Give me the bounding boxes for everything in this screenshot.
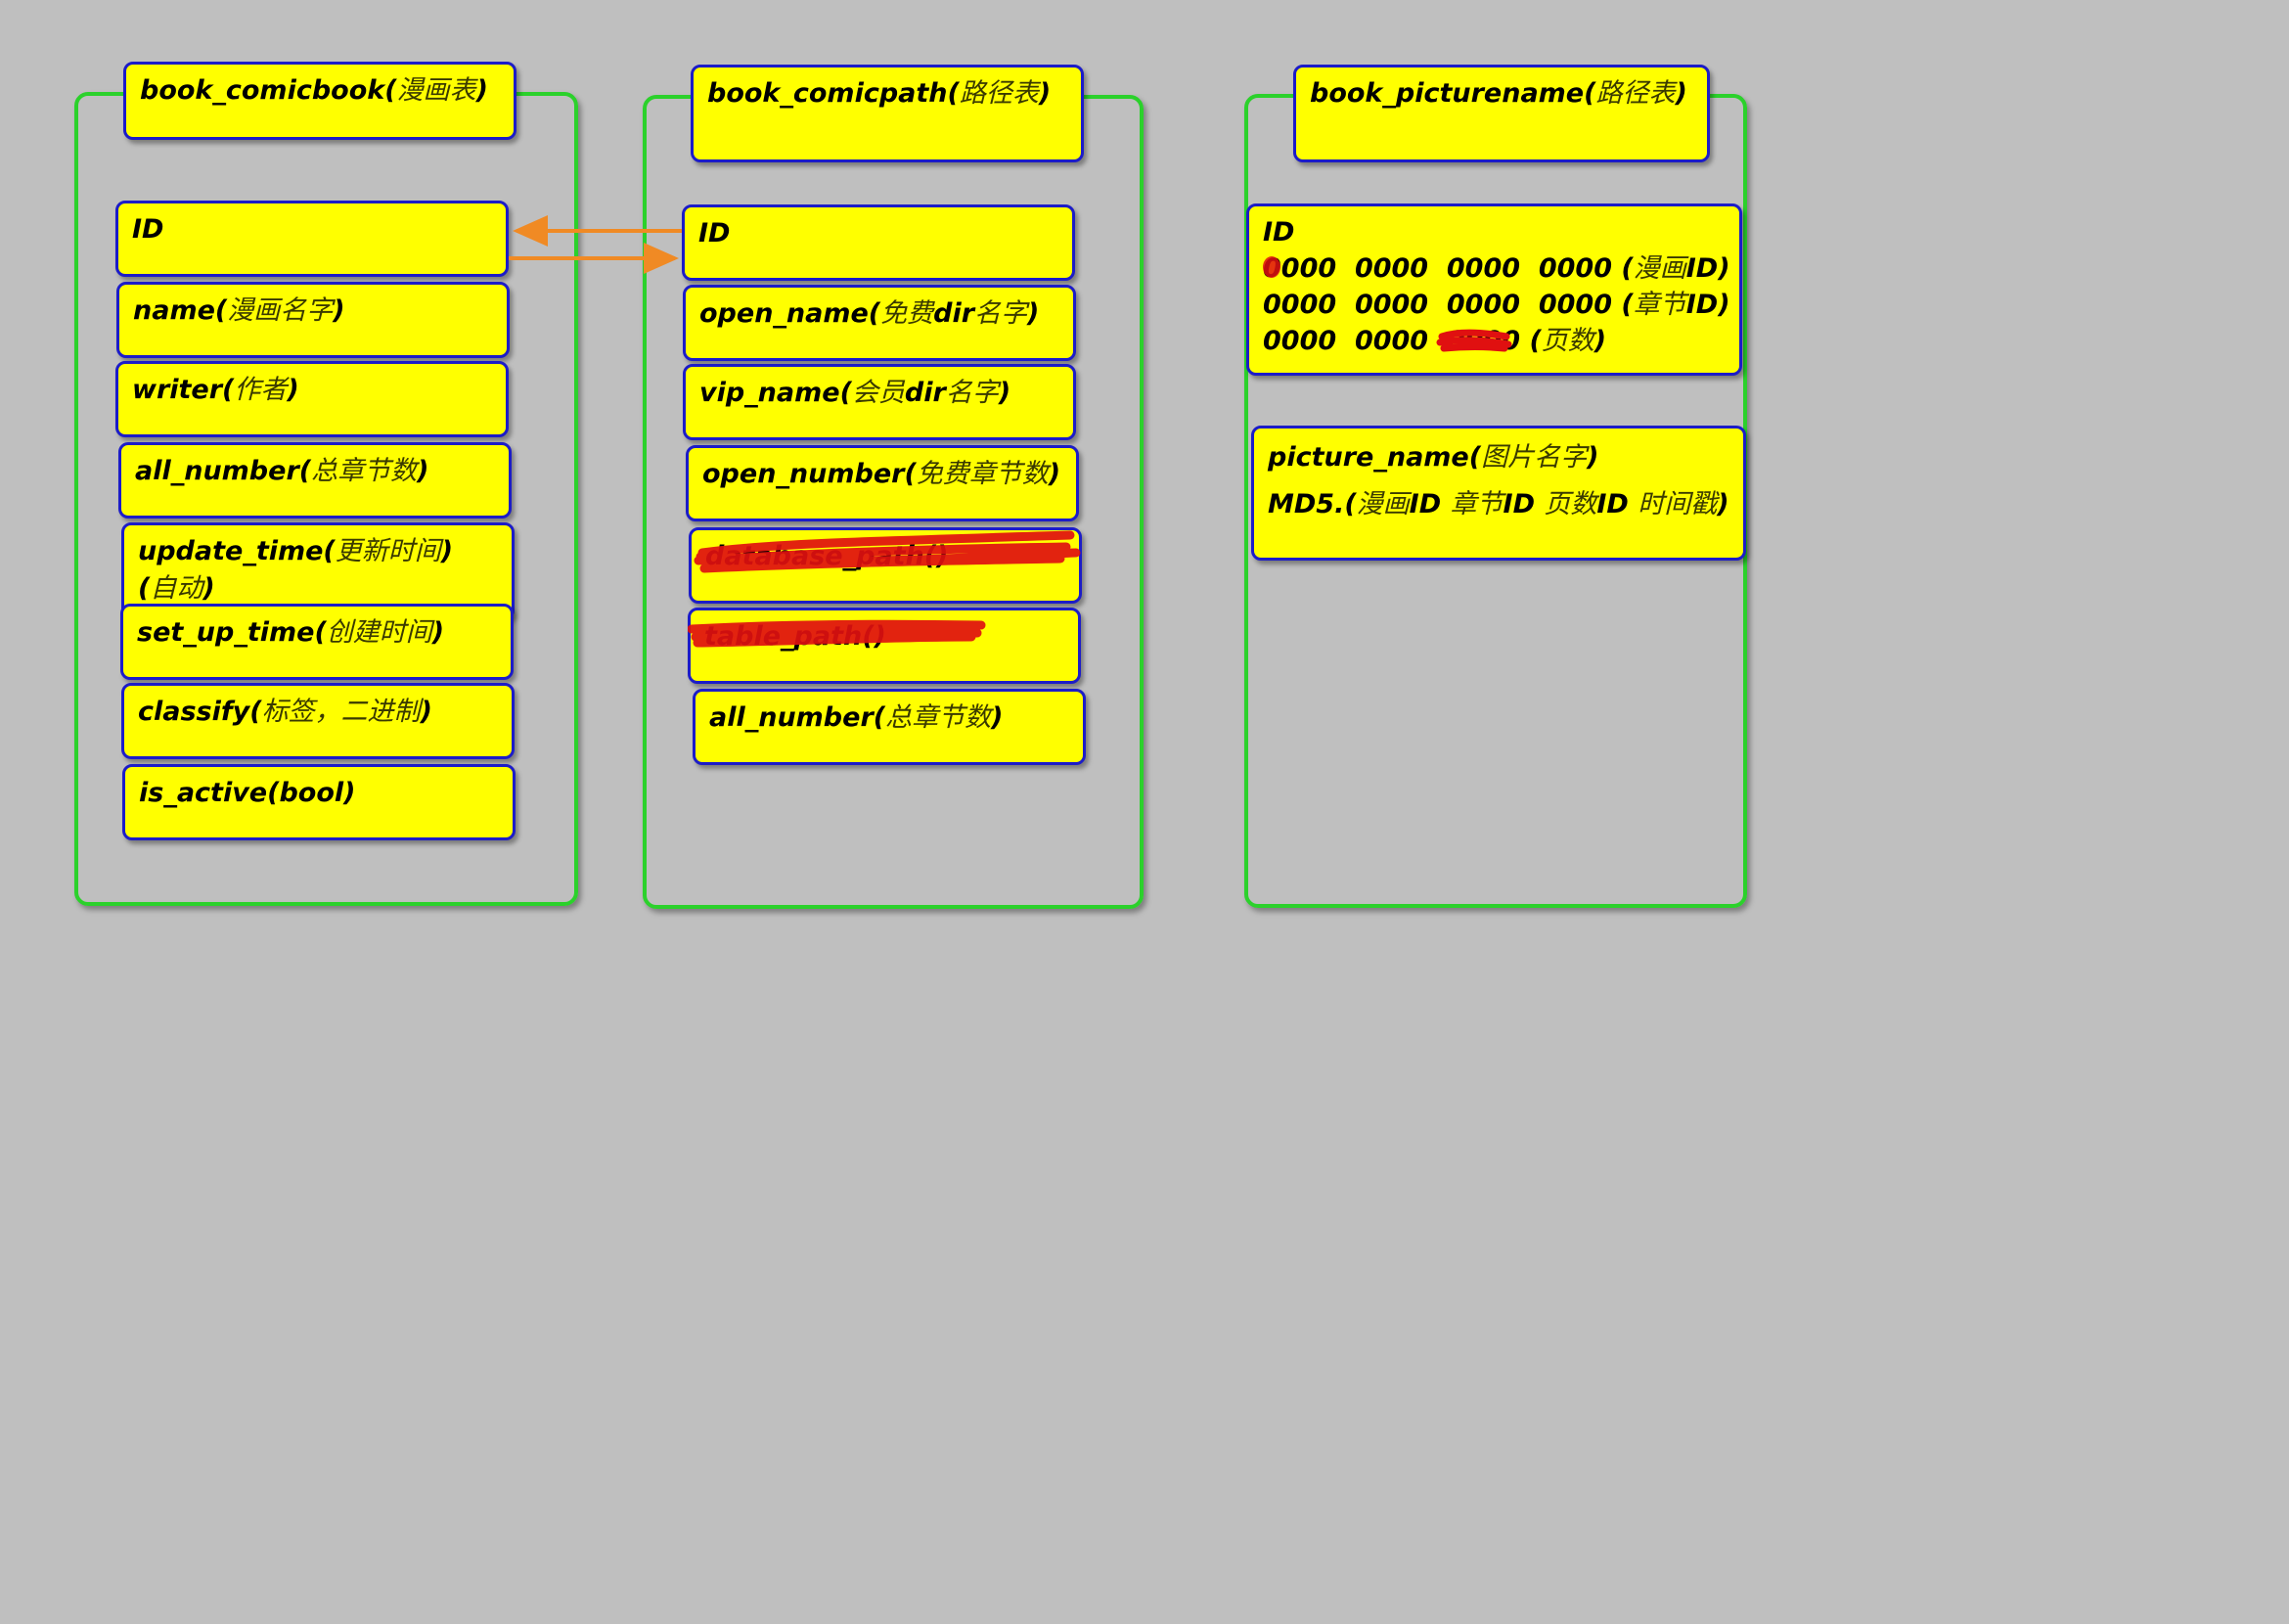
comicbook-field-is-active: is_active(bool) — [122, 764, 516, 840]
picturename-id-row-comic: 0000 0000 0000 0000 (漫画ID) — [1263, 253, 1730, 284]
comicpath-field-database-path: database_path() — [689, 527, 1082, 604]
comicpath-field-id: ID — [682, 204, 1075, 281]
picturename-id-row-chapter: 0000 0000 0000 0000 (章节ID) — [1263, 290, 1730, 320]
picturename-table-title: book_picturename(路径表) — [1293, 65, 1710, 162]
comicpath-field-table-path: table_path() — [688, 608, 1081, 684]
comicpath-field-open-name: open_name(免费dir名字) — [683, 285, 1076, 361]
picturename-id-label: ID — [1263, 217, 1295, 248]
picturename-name-box: picture_name(图片名字) MD5.(漫画ID 章节ID 页数ID 时… — [1251, 426, 1746, 561]
comicbook-field-all-number: all_number(总章节数) — [118, 442, 512, 519]
comicpath-field-open-number: open_number(免费章节数) — [686, 445, 1079, 521]
comicbook-field-writer: writer(作者) — [115, 361, 509, 437]
comicpath-field-all-number: all_number(总章节数) — [693, 689, 1086, 765]
comicbook-field-set-up-time: set_up_time(创建时间) — [120, 604, 514, 680]
picturename-id-row-page: 0000 0000 0000 (页数) — [1263, 326, 1607, 356]
comicbook-field-classify: classify(标签，二进制) — [121, 683, 515, 759]
md5-formula-line: MD5.(漫画ID 章节ID 页数ID 时间戳) — [1268, 489, 1729, 519]
picture-name-line: picture_name(图片名字) — [1268, 442, 1599, 473]
comicpath-table-title: book_comicpath(路径表) — [691, 65, 1084, 162]
comicbook-field-name: name(漫画名字) — [116, 282, 510, 358]
picturename-id-box: ID 0000 0000 0000 0000 (漫画ID) 0000 0000 … — [1246, 203, 1742, 376]
comicpath-field-vip-name: vip_name(会员dir名字) — [683, 364, 1076, 440]
comicbook-field-id: ID — [115, 201, 509, 277]
comicbook-table-title: book_comicbook(漫画表) — [123, 62, 516, 140]
